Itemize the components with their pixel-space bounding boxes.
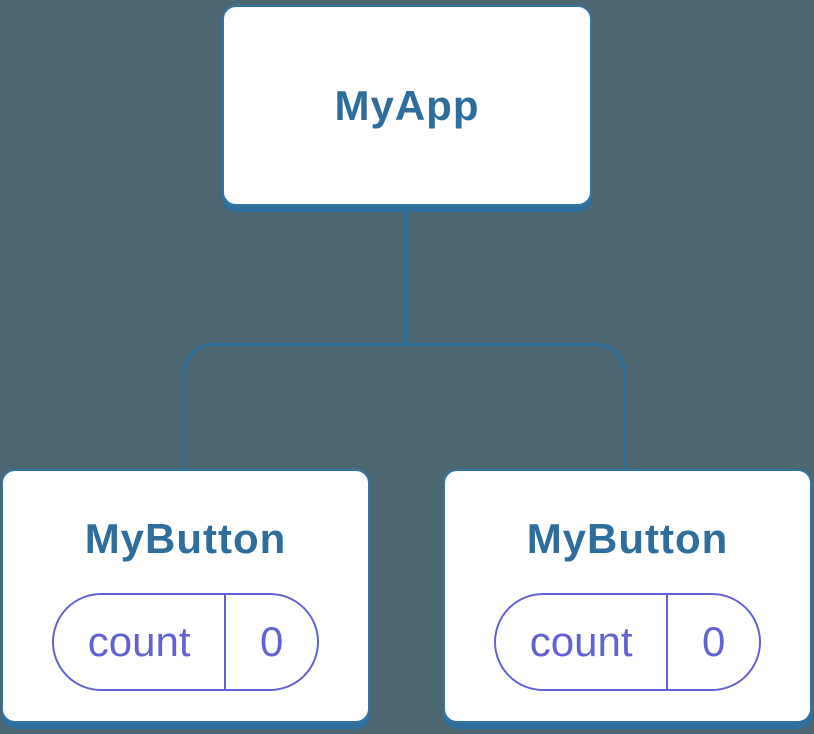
component-node-mybutton-left-label: MyButton bbox=[84, 515, 287, 562]
component-node-mybutton-right-label: MyButton bbox=[526, 515, 729, 562]
state-pill-right: count 0 bbox=[494, 593, 761, 691]
component-node-mybutton-right: MyButton count 0 bbox=[443, 469, 812, 723]
state-key-left: count bbox=[54, 595, 227, 689]
connector-stem-line bbox=[404, 212, 407, 344]
state-pill-left: count 0 bbox=[52, 593, 319, 691]
state-key-right: count bbox=[496, 595, 669, 689]
component-node-mybutton-left: MyButton count 0 bbox=[1, 469, 370, 723]
component-node-myapp-label: MyApp bbox=[334, 81, 480, 129]
component-node-myapp: MyApp bbox=[222, 5, 592, 206]
state-value-left: 0 bbox=[259, 618, 284, 665]
state-value-right: 0 bbox=[701, 618, 726, 665]
connector-branch-line bbox=[183, 343, 626, 470]
